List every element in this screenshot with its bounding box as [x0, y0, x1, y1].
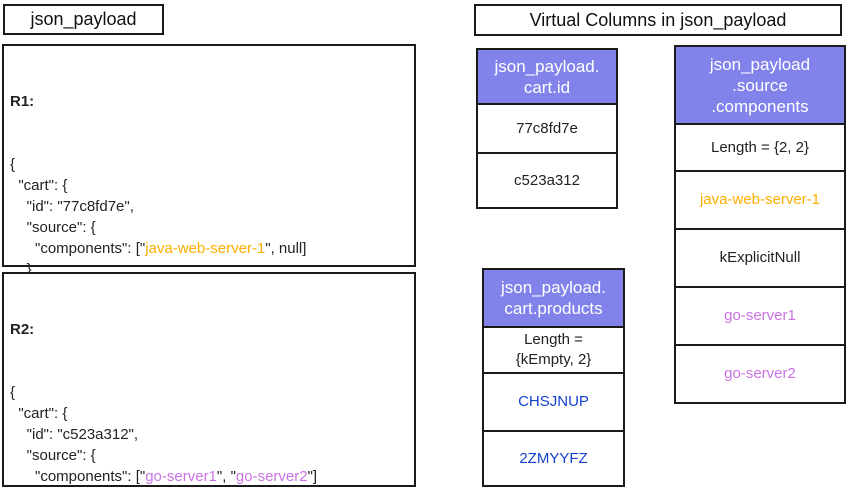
json-code-line: "source": {: [10, 445, 414, 466]
json-text: "source": {: [10, 219, 96, 236]
column-cart-products: json_payload. cart.products Length = {kE…: [482, 268, 625, 487]
record-r1-label: R1:: [10, 93, 35, 110]
virtual-columns-title: Virtual Columns in json_payload: [529, 9, 787, 30]
json-code-line: "id": "77c8fd7e",: [10, 196, 414, 217]
json-text: "components": [": [10, 240, 146, 257]
column-cart-id: json_payload. cart.id 77c8fd7e c523a312: [476, 48, 618, 209]
column-cell: kExplicitNull: [676, 228, 844, 286]
json-text: "id": "77c8fd7e",: [10, 198, 134, 215]
column-cell: Length = {2, 2}: [710, 138, 809, 156]
column-cell: c523a312: [478, 152, 616, 207]
column-cell: 77c8fd7e: [516, 119, 578, 137]
json-value-orange: java-web-server-1: [145, 240, 266, 257]
json-text: "components": [": [10, 468, 146, 485]
json-payload-title: json_payload: [30, 9, 137, 29]
record-r1-box: R1: { "cart": { "id": "77c8fd7e", "sourc…: [2, 44, 416, 341]
record-r2-json: { "cart": { "id": "c523a312", "source": …: [10, 382, 414, 489]
column-cell: Length = {kEmpty, 2}: [515, 331, 592, 368]
record-r2-box: R2: { "cart": { "id": "c523a312", "sourc…: [2, 272, 416, 487]
column-cell: 2ZMYYFZ: [484, 430, 623, 485]
json-code-line: },: [10, 259, 414, 280]
json-text: },: [10, 261, 36, 278]
json-text: {: [10, 384, 16, 401]
virtual-columns-title-box: Virtual Columns in json_payload: [474, 4, 842, 36]
json-code-line: "cart": {: [10, 403, 414, 424]
column-cell: CHSJNUP: [484, 372, 623, 430]
column-source-components: json_payload .source .components Length …: [674, 45, 846, 404]
json-code-line: "components": ["java-web-server-1", null…: [10, 238, 414, 259]
json-payload-title-box: json_payload: [3, 4, 164, 35]
column-cell: go-server1: [676, 286, 844, 344]
json-code-line: "components": ["go-server1", "go-server2…: [10, 466, 414, 487]
json-text: ", null]: [265, 240, 307, 257]
column-cell: go-server2: [676, 344, 844, 402]
column-cart-id-cells: 77c8fd7e c523a312: [478, 105, 616, 207]
column-cell: java-web-server-1: [676, 170, 844, 228]
json-value-violet: go-server2: [235, 468, 308, 485]
json-value-violet: go-server1: [145, 468, 217, 485]
json-text: "source": {: [10, 447, 96, 464]
column-source-components-header: json_payload .source .components: [676, 47, 844, 125]
json-code-line: "source": {: [10, 217, 414, 238]
json-text: "]: [307, 468, 318, 485]
json-text: "cart": {: [10, 405, 68, 422]
json-text: "cart": {: [10, 177, 68, 194]
json-text: {: [10, 156, 16, 173]
json-code-line: "cart": {: [10, 175, 414, 196]
json-text: "id": "c523a312",: [10, 426, 139, 443]
column-cart-products-header: json_payload. cart.products: [484, 270, 623, 328]
json-code-line: {: [10, 154, 414, 175]
column-cart-id-header: json_payload. cart.id: [478, 50, 616, 105]
json-code-line: {: [10, 382, 414, 403]
json-code-line: "id": "c523a312",: [10, 424, 414, 445]
json-text: ", ": [216, 468, 236, 485]
record-r2-label: R2:: [10, 321, 35, 338]
